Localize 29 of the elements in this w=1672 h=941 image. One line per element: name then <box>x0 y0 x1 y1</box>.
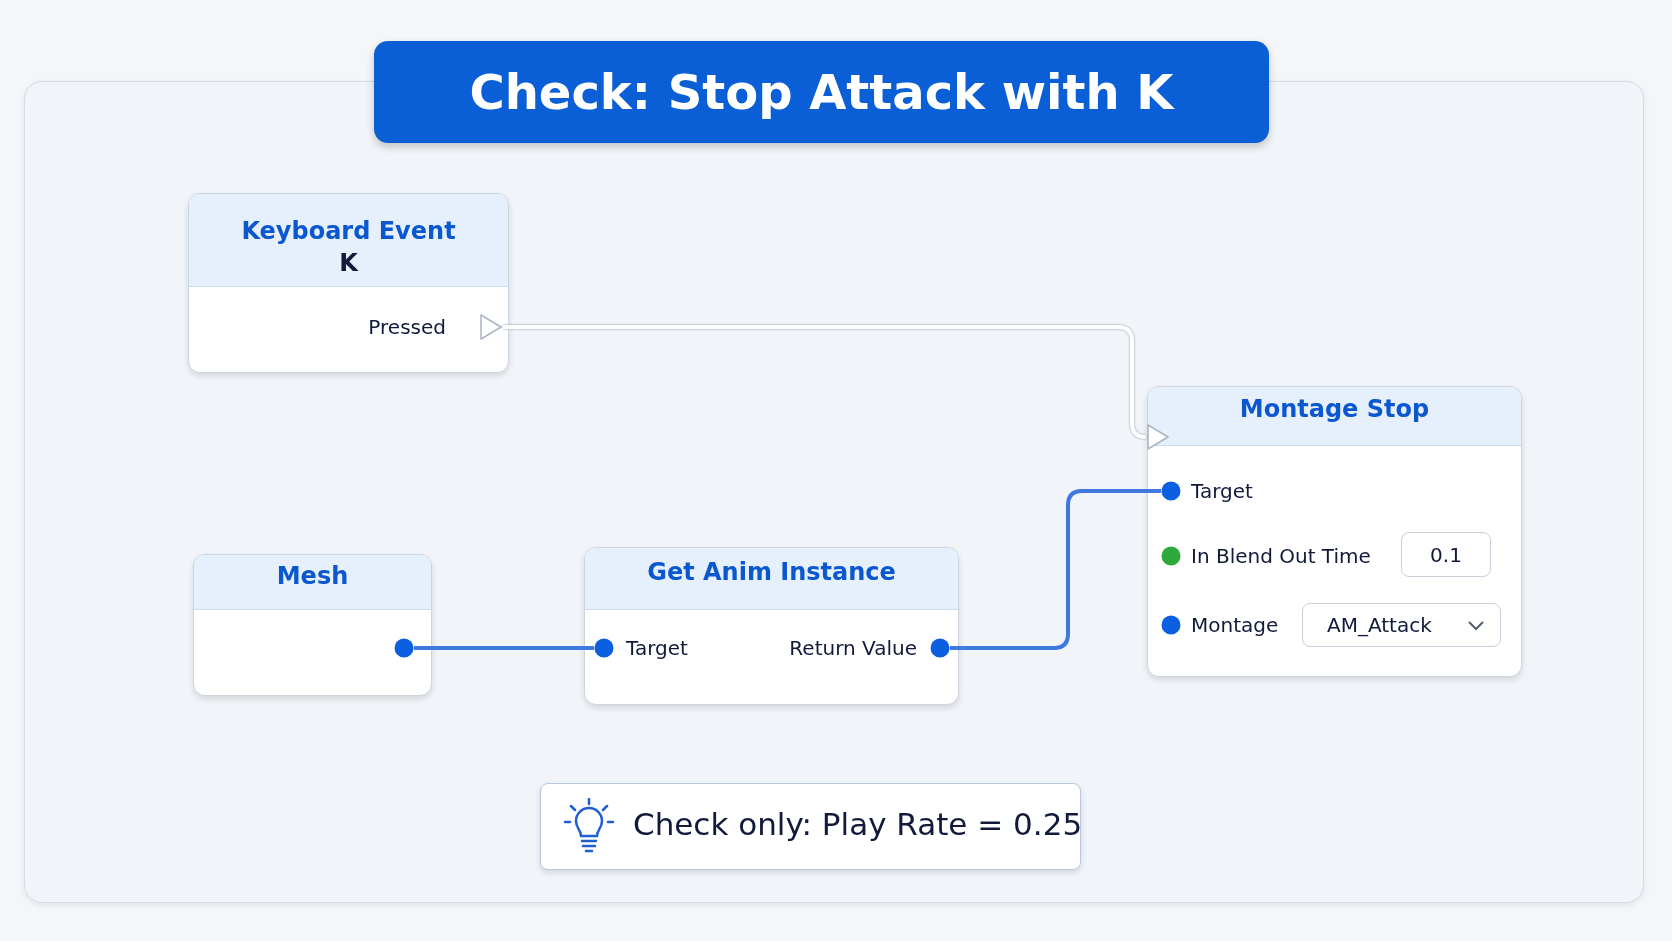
node-title: Keyboard Event <box>241 217 456 245</box>
data-pin <box>394 638 414 658</box>
blueprint-node <box>1147 386 1522 677</box>
connector-wire <box>414 646 594 650</box>
blueprint-node <box>193 554 432 696</box>
data-pin <box>594 638 614 658</box>
node-title: Get Anim Instance <box>647 558 896 586</box>
pin-label: Return Value <box>789 636 917 660</box>
value-field: 0.1 <box>1401 532 1491 577</box>
blueprint-node <box>188 193 509 373</box>
connector-wire <box>950 489 1161 650</box>
blueprint-node <box>584 547 959 705</box>
exec-pin <box>1146 423 1170 451</box>
pin-label: Montage <box>1191 613 1279 637</box>
note-text: Check only: Play Rate = 0.25 <box>633 806 1083 842</box>
data-pin <box>1161 615 1181 635</box>
pin-label: Target <box>1191 479 1253 503</box>
title-banner: Check: Stop Attack with K <box>374 41 1269 143</box>
key-label: K <box>339 249 358 277</box>
dropdown: AM_Attack <box>1302 603 1501 647</box>
data-pin <box>1161 546 1181 566</box>
data-pin <box>1161 481 1181 501</box>
node-title: Montage Stop <box>1239 395 1430 423</box>
pin-label: Pressed <box>368 315 446 339</box>
exec-pin <box>479 313 503 341</box>
pin-label: Target <box>626 636 688 660</box>
pin-label: In Blend Out Time <box>1191 544 1371 568</box>
data-pin <box>930 638 950 658</box>
node-title: Mesh <box>276 562 349 590</box>
